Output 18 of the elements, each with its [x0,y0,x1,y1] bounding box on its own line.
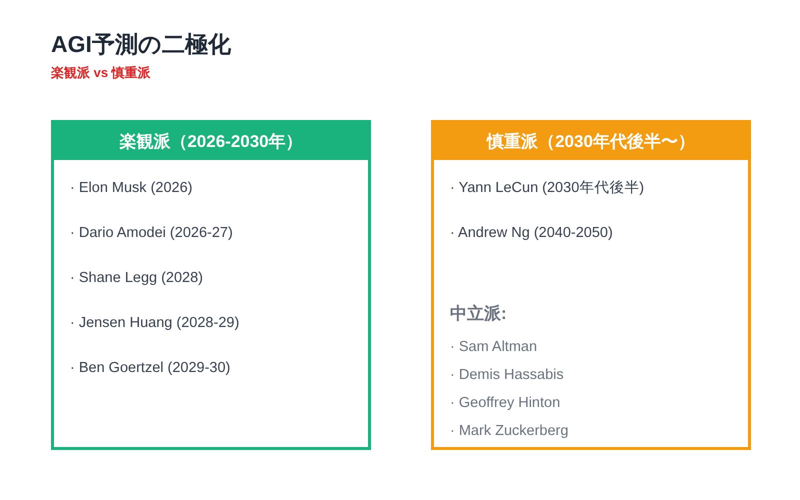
subtitle: 楽観派 vs 慎重派 [51,64,151,82]
list-item: · Sam Altman [450,338,538,357]
panel-header: 楽観派（2026-2030年） [54,123,368,160]
list-item: · Ben Goertzel (2029-30) [70,359,230,378]
list-item: · Andrew Ng (2040-2050) [450,224,613,243]
list-item: · Jensen Huang (2028-29) [70,314,240,333]
list-item: · Geoffrey Hinton [450,394,560,413]
list-item: · Mark Zuckerberg [450,422,568,441]
group-heading: 中立派: [450,303,507,325]
title: AGI予測の二極化 [51,30,231,58]
list-item: · Dario Amodei (2026-27) [70,224,233,243]
panel [431,120,751,450]
list-item: · Elon Musk (2026) [70,179,192,198]
panel [51,120,371,450]
list-item: · Yann LeCun (2030年代後半) [450,179,644,198]
panel-header: 慎重派（2030年代後半〜） [434,123,748,160]
list-item: · Shane Legg (2028) [70,269,204,288]
list-item: · Demis Hassabis [450,366,564,385]
